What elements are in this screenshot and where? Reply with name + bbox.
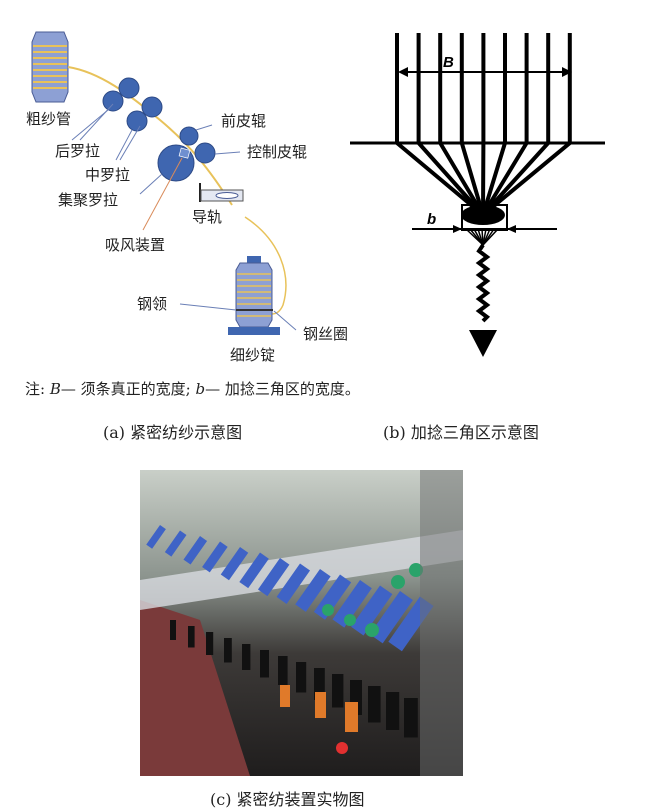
- width-b-arrow: [412, 225, 557, 233]
- caption-c: (c) 紧密纺装置实物图: [210, 790, 365, 809]
- spindle-bobbin: [404, 698, 418, 738]
- spindle-bobbin: [278, 656, 288, 685]
- spindle-bobbin: [332, 674, 344, 708]
- down-arrow-icon: [469, 330, 497, 357]
- compact-spinning-diagram: [31, 31, 297, 335]
- spindle-bobbin: [314, 668, 325, 700]
- label-roving-bobbin: 粗纱管: [26, 110, 72, 128]
- label-back-roller: 后罗拉: [55, 142, 101, 160]
- label-b: b: [427, 211, 436, 228]
- guide-rail: [199, 183, 244, 202]
- middle-roller: [126, 110, 148, 132]
- label-condensing-roller: 集聚罗拉: [58, 191, 119, 209]
- caption-a: (a) 紧密纺纱示意图: [103, 423, 243, 442]
- spindle-bobbin: [386, 692, 400, 730]
- twisted-fiber: [482, 228, 499, 246]
- spindle-bobbin: [368, 686, 381, 723]
- label-control-top-roller: 控制皮辊: [247, 143, 308, 161]
- label-traveller: 钢丝圈: [303, 325, 349, 343]
- width-B-arrow: [398, 67, 572, 77]
- spindle-bobbin: [179, 256, 297, 335]
- twisted-yarn: [475, 243, 491, 323]
- rollers: [102, 77, 216, 182]
- roving-bobbin: [31, 31, 69, 103]
- back-roller: [102, 90, 124, 112]
- label-suction-device: 吸风装置: [105, 236, 166, 254]
- spindle-bobbin: [206, 632, 214, 655]
- spindle-bobbin: [224, 638, 232, 663]
- spindle-bobbin: [296, 662, 307, 693]
- label-front-top-roller: 前皮辊: [221, 112, 267, 130]
- label-B: B: [443, 54, 454, 71]
- blue-condenser-arm: [295, 569, 331, 612]
- blue-condenser-arm: [183, 536, 208, 565]
- blue-condenser-arm: [369, 590, 413, 644]
- middle-roller-top: [141, 96, 163, 118]
- yarn-path: [67, 66, 233, 206]
- compact-spinning-device-photo: [140, 470, 463, 776]
- blue-condenser-arm: [276, 563, 311, 604]
- twist-triangle-diagram: B b: [350, 33, 605, 357]
- blue-condenser-arm: [164, 530, 187, 557]
- label-ring: 钢领: [137, 295, 168, 313]
- label-spindle: 细纱锭: [230, 346, 276, 364]
- blue-condenser-arm: [146, 525, 166, 549]
- spindle-bobbin: [260, 650, 269, 678]
- blue-condenser-arm: [239, 552, 269, 589]
- spindle-bobbin: [188, 626, 195, 648]
- blue-condenser-arm: [220, 547, 249, 581]
- blue-condenser-arm: [332, 579, 372, 628]
- label-guide-rail: 导轨: [192, 208, 223, 226]
- spindle-bobbin: [170, 620, 176, 640]
- label-middle-roller: 中罗拉: [85, 166, 131, 184]
- caption-b: (b) 加捻三角区示意图: [383, 423, 539, 442]
- blue-condenser-arm: [351, 585, 393, 636]
- control-top-roller: [194, 142, 216, 164]
- back-roller-top: [118, 77, 140, 99]
- figure-note: 注: B— 须条真正的宽度; b— 加捻三角区的宽度。: [25, 380, 360, 398]
- front-top-roller: [179, 126, 199, 146]
- spindle-bobbin: [242, 644, 251, 670]
- blue-condenser-arm: [257, 558, 290, 597]
- blue-condenser-arm: [202, 541, 228, 573]
